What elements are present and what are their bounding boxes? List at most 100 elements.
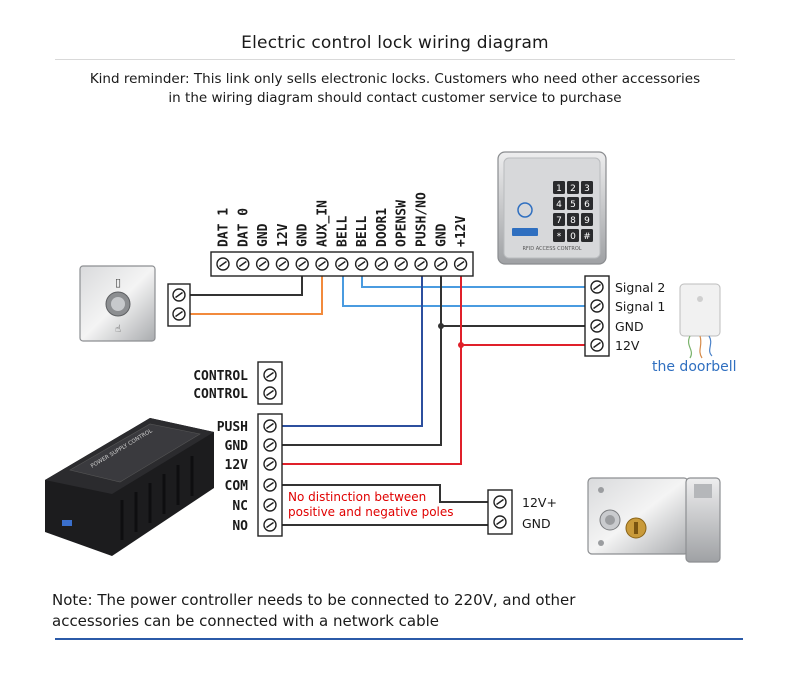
lock-terminal-label-12v: 12V+ (522, 495, 557, 510)
keypad-terminal-label: GND (256, 223, 271, 247)
keypad-terminal-screw (236, 257, 250, 271)
keypad-device-label: RFID ACCESS CONTROL (522, 246, 581, 252)
keypad-terminal-screw (295, 257, 309, 271)
lock-terminal (487, 489, 513, 535)
lock-terminal-label-gnd: GND (522, 516, 551, 531)
keypad-terminal-label: DAT 1 (217, 208, 232, 247)
power-terminal-label: CONTROL (193, 387, 248, 402)
title-divider (55, 59, 735, 60)
power-terminal-label: NO (232, 519, 248, 534)
keypad-key-label: # (583, 232, 591, 242)
keypad-rfid-icon (517, 202, 533, 218)
keypad-key-label: 8 (570, 216, 576, 226)
keypad-key (581, 229, 593, 242)
keypad-terminal-screw (255, 257, 270, 271)
exit-button-hand-icon: ☝ (115, 324, 121, 335)
wire-bell-signal-1 (342, 264, 590, 307)
doorbell-terminal-label: Signal 1 (615, 299, 665, 314)
reminder-line-1: Kind reminder: This link only sells elec… (89, 71, 701, 87)
keypad-terminal-label: +12V (454, 216, 469, 247)
keypad-key-label: 0 (570, 232, 576, 242)
keypad-key-label: 4 (556, 200, 562, 210)
junction-gnd (438, 323, 444, 329)
reminder-text: Kind reminder: This link only sells elec… (60, 70, 730, 108)
keypad-key (553, 197, 565, 210)
keypad-key-label: 1 (556, 184, 562, 194)
keypad-terminal-screw (275, 257, 290, 271)
junction-dots (438, 323, 464, 348)
keypad-terminal-screw (453, 257, 468, 271)
keypad-key (553, 229, 565, 242)
exit-button-device: ▯ ☝ (79, 265, 156, 342)
power-terminal-label: CONTROL (193, 369, 248, 384)
wire-com-lock (275, 484, 493, 503)
annotation-line-2: positive and negative poles (288, 505, 454, 519)
keypad-terminal-screw (335, 257, 349, 271)
keypad-key (581, 197, 593, 210)
doorbell-terminal: Signal 2 Signal 1 GND 12V (584, 275, 665, 357)
keypad-key (553, 213, 565, 226)
power-terminal (257, 413, 283, 537)
exit-button-terminal (167, 283, 191, 327)
keypad-key-label: 7 (556, 216, 562, 226)
keypad-key (567, 181, 579, 194)
electric-lock-device (587, 477, 721, 563)
keypad-terminal-label: DAT 0 (236, 208, 251, 247)
keypad-terminal-label: AUX_IN (316, 200, 331, 247)
power-terminal-label: 12V (225, 458, 249, 473)
keypad-terminal-label: 12V (276, 223, 291, 247)
keypad-terminal-screw (315, 257, 329, 271)
annotation-line-1: No distinction between (288, 490, 426, 504)
exit-button-door-icon: ▯ (115, 276, 121, 289)
keypad-key (567, 213, 579, 226)
doorbell-device (679, 283, 721, 359)
keypad-terminal-label: PUSH/NO (415, 192, 430, 247)
keypad-key (581, 181, 593, 194)
keypad-terminal-screw (354, 257, 369, 271)
wire-12v (275, 264, 462, 465)
wires (187, 264, 590, 526)
keypad-key (567, 197, 579, 210)
keypad-key (553, 181, 565, 194)
keypad-terminal-label: OPENSW (395, 200, 410, 247)
keypad-key-label: 2 (570, 184, 576, 194)
doorbell-terminal-label: GND (615, 319, 644, 334)
wire-gnd (275, 264, 442, 446)
keypad-key-label: 5 (570, 200, 576, 210)
power-terminal-label: COM (225, 479, 249, 494)
power-terminal-label: NC (232, 499, 248, 514)
footer-note-line-1: Note: The power controller needs to be c… (52, 591, 576, 609)
wire-exit-button-aux (187, 264, 323, 315)
keypad-terminal-block: DAT 1 DAT 0 GND 12V GND AUX_IN BELL BELL DOOR1 OP… (210, 192, 474, 277)
doorbell-terminal-label: 12V (615, 338, 640, 353)
control-terminal (257, 361, 283, 405)
doorbell-terminal-screw (590, 280, 604, 294)
wire-push (275, 264, 423, 427)
doorbell-terminal-screw (590, 338, 604, 352)
keypad-terminal-label: BELL (355, 216, 370, 247)
keypad-terminal-label: GND (296, 223, 311, 247)
doorbell-terminal-label: Signal 2 (615, 280, 665, 295)
keypad-terminal-screw (374, 257, 389, 271)
power-supply-device: POWER SUPPLY CONTROL (45, 418, 214, 556)
keypad-terminal-label: BELL (335, 216, 350, 247)
footer-note: Note: The power controller needs to be c… (52, 590, 652, 632)
keypad-key (581, 213, 593, 226)
power-terminal-label: PUSH (217, 420, 248, 435)
keypad-terminal-label: GND (434, 223, 449, 247)
doorbell-terminal-screw (590, 299, 604, 313)
keypad-key-label: 3 (584, 184, 590, 194)
keypad-key-label: 9 (584, 216, 590, 226)
footer-note-line-2: accessories can be connected with a netw… (52, 612, 440, 630)
doorbell-caption: the doorbell (652, 359, 736, 375)
keypad-terminal-screw (414, 257, 428, 271)
diagram-title: Electric control lock wiring diagram (241, 33, 549, 53)
keypad-terminal-screw (434, 257, 448, 271)
footer-rule (55, 638, 743, 640)
junction-12v (458, 342, 464, 348)
keypad-terminal-screw (216, 257, 230, 271)
keypad-terminal-label: DOOR1 (375, 208, 390, 247)
